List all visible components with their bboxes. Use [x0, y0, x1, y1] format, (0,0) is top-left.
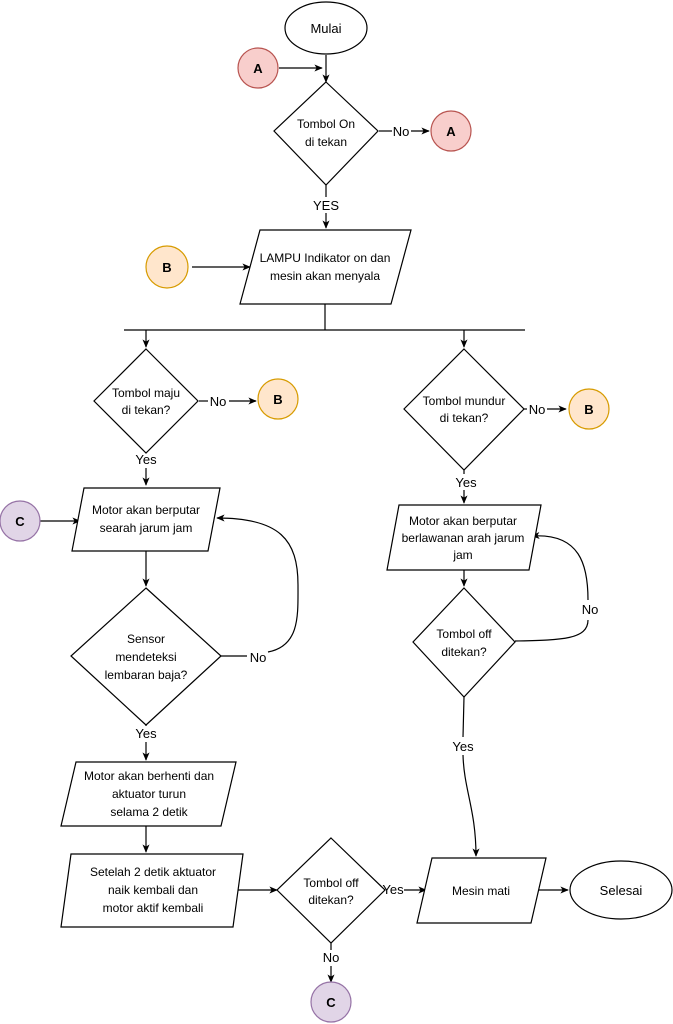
connector-c-bottom-label: C [326, 995, 336, 1010]
berhenti-line3: selama 2 detik [110, 805, 188, 819]
process-motor-berhenti: Motor akan berhenti dan aktuator turun s… [60, 761, 237, 827]
connector-b-left: B [145, 245, 189, 289]
label-maju-yes: Yes [135, 452, 157, 467]
searah-line2: searah jarum jam [100, 521, 193, 535]
mesin-mati-label: Mesin mati [452, 884, 510, 898]
connector-b-right-label: B [584, 402, 593, 417]
lampu-line1: LAMPU Indikator on dan [260, 251, 391, 265]
tombol-mundur-line2: di tekan? [440, 411, 489, 425]
label-mundur-yes: Yes [455, 475, 477, 490]
tombol-on-line1: Tombol On [297, 117, 355, 131]
connector-c-left: C [0, 500, 41, 542]
edge-offr-yes-1 [462, 696, 465, 738]
connector-a-left: A [237, 47, 279, 89]
end-terminator: Selesai [569, 860, 673, 920]
connector-a-right: A [430, 110, 472, 152]
edge-offr-no-loop [531, 532, 589, 601]
edge-sensor-no-loop [216, 514, 299, 653]
decision-tombol-on: Tombol On di tekan [273, 81, 379, 186]
decision-sensor: Sensor mendeteksi lembaran baja? [70, 587, 222, 726]
connector-c-left-label: C [15, 514, 25, 529]
end-label: Selesai [600, 883, 643, 898]
label-on-yes: YES [313, 198, 339, 213]
process-mesin-mati: Mesin mati [416, 857, 547, 924]
off-bottom-line1: Tombol off [303, 876, 359, 890]
label-offb-no: No [323, 950, 340, 965]
process-motor-berlawanan: Motor akan berputar berlawanan arah jaru… [386, 504, 542, 571]
label-sensor-yes: Yes [135, 726, 157, 741]
label-on-no: No [393, 124, 410, 139]
berlawanan-line2: berlawanan arah jarum [402, 531, 525, 545]
start-terminator: Mulai [284, 1, 368, 55]
sensor-line2: mendeteksi [115, 650, 176, 664]
label-offr-no: No [582, 602, 599, 617]
process-lampu: LAMPU Indikator on dan mesin akan menyal… [239, 229, 412, 305]
berlawanan-line1: Motor akan berputar [409, 514, 517, 528]
connector-b-middle: B [257, 378, 299, 420]
connector-a-left-label: A [253, 61, 263, 76]
tombol-mundur-line1: Tombol mundur [423, 394, 506, 408]
berhenti-line1: Motor akan berhenti dan [84, 769, 214, 783]
process-setelah: Setelah 2 detik aktuator naik kembali da… [60, 853, 244, 928]
tombol-on-line2: di tekan [305, 135, 347, 149]
berhenti-line2: aktuator turun [112, 787, 186, 801]
process-motor-searah: Motor akan berputar searah jarum jam [71, 487, 221, 552]
label-mundur-no: No [529, 402, 546, 417]
label-offr-yes: Yes [452, 739, 474, 754]
edges [40, 55, 589, 983]
off-right-line1: Tombol off [436, 627, 492, 641]
edge-offr-yes-2 [462, 754, 480, 857]
decision-tombol-off-bottom: Tombol off ditekan? [276, 837, 386, 944]
lampu-line2: mesin akan menyala [270, 269, 380, 283]
connector-b-middle-label: B [273, 392, 282, 407]
tombol-maju-line1: Tombol maju [112, 386, 180, 400]
searah-line1: Motor akan berputar [92, 503, 200, 517]
decision-tombol-off-right: Tombol off ditekan? [412, 587, 516, 698]
connector-b-left-label: B [162, 260, 171, 275]
label-maju-no: No [210, 394, 227, 409]
setelah-line3: motor aktif kembali [103, 901, 204, 915]
off-right-line2: ditekan? [441, 645, 487, 659]
decision-tombol-mundur: Tombol mundur di tekan? [403, 348, 525, 471]
start-label: Mulai [310, 21, 341, 36]
edge-labels: No YES No Yes No Yes No Yes No Yes Yes N… [135, 124, 598, 965]
sensor-line1: Sensor [127, 632, 165, 646]
sensor-line3: lembaran baja? [105, 668, 188, 682]
berlawanan-line3: jam [452, 548, 472, 562]
off-bottom-line2: ditekan? [308, 893, 354, 907]
connector-c-bottom: C [310, 981, 352, 1023]
setelah-line1: Setelah 2 detik aktuator [90, 865, 216, 879]
connector-a-right-label: A [446, 124, 456, 139]
connector-b-right: B [568, 388, 610, 430]
label-sensor-no: No [250, 650, 267, 665]
setelah-line2: naik kembali dan [108, 883, 198, 897]
edge-offr-no-1 [514, 619, 589, 642]
label-offb-yes: Yes [382, 882, 404, 897]
tombol-maju-line2: di tekan? [122, 403, 171, 417]
decision-tombol-maju: Tombol maju di tekan? [93, 348, 199, 454]
